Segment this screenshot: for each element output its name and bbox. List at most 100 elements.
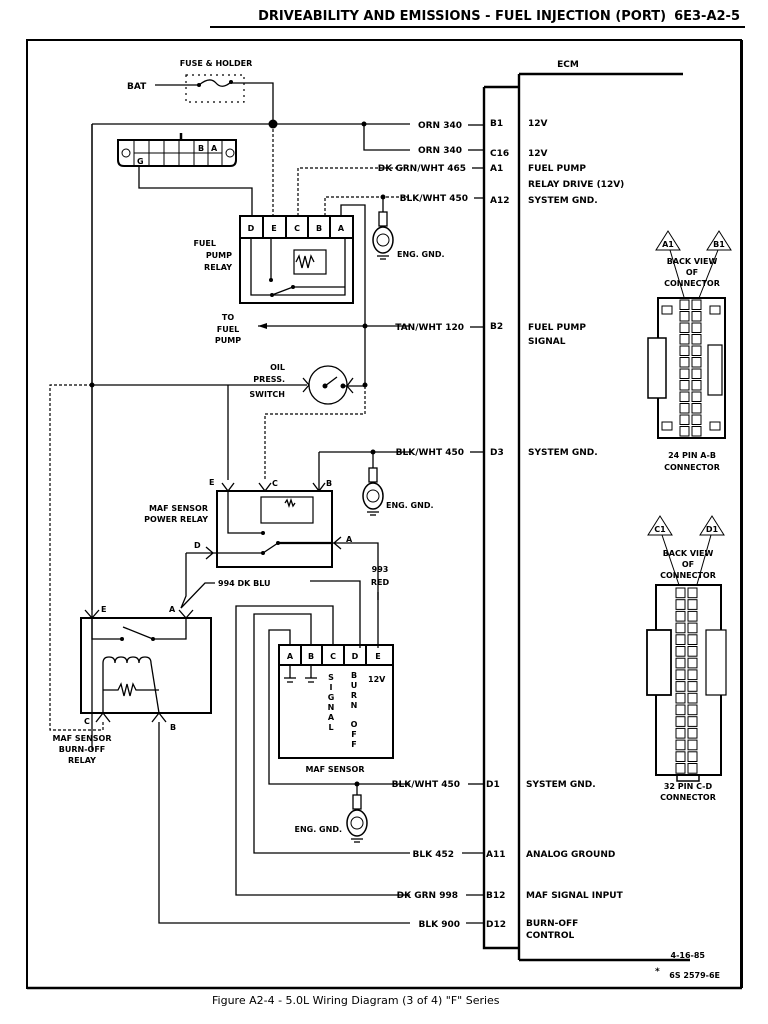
- svg-text:SYSTEM GND.: SYSTEM GND.: [528, 196, 598, 206]
- maf-sensor: A B C D E S I G N A L B U R N O F F 12V: [278, 644, 394, 759]
- maf-b-wire: [253, 613, 410, 854]
- connector-pin: [675, 704, 686, 716]
- eng-gnd-icon: [346, 784, 368, 843]
- ecm-pin-d1: BLK/WHT 450 D1 SYSTEM GND.: [392, 780, 596, 790]
- svg-text:CONNECTOR: CONNECTOR: [660, 571, 716, 580]
- maf-power-relay-pin: D: [194, 541, 201, 550]
- aldl-connector: B A G: [117, 133, 237, 167]
- to-fuel-pump-label: PUMP: [215, 336, 241, 345]
- svg-text:OF: OF: [686, 268, 698, 277]
- maf-power-relay: [186, 452, 379, 600]
- revision-date: 4-16-85: [671, 951, 706, 960]
- connector-pin: [679, 380, 690, 391]
- connector-pin: [675, 587, 686, 599]
- connector-pin: [691, 357, 702, 368]
- svg-text:B1: B1: [713, 240, 725, 249]
- connector-pin: [687, 669, 698, 681]
- maf-a-wire: [268, 629, 410, 785]
- svg-text:A12: A12: [490, 196, 510, 206]
- svg-text:MAF SIGNAL INPUT: MAF SIGNAL INPUT: [526, 891, 624, 901]
- oil-switch-label: OIL: [270, 363, 285, 372]
- connector-pin: [691, 403, 702, 414]
- connector-pin: [691, 299, 702, 310]
- svg-text:E: E: [375, 652, 380, 661]
- svg-text:SYSTEM GND.: SYSTEM GND.: [528, 448, 598, 458]
- connector-pin: [687, 692, 698, 704]
- maf-power-relay-label: MAF SENSOR: [149, 504, 208, 513]
- figure-caption: Figure A2-4 - 5.0L Wiring Diagram (3 of …: [212, 994, 500, 1007]
- connector-pins: [679, 299, 702, 437]
- oil-switch-out-wire: [264, 386, 366, 480]
- svg-text:CONNECTOR: CONNECTOR: [660, 793, 716, 802]
- connector-pin: [687, 610, 698, 622]
- svg-text:CONTROL: CONTROL: [526, 931, 575, 941]
- connector-pin: [679, 357, 690, 368]
- connector-pin: [687, 657, 698, 669]
- wire-993-label: 993: [372, 565, 389, 574]
- fuse-holder: [185, 74, 245, 103]
- connector-pin: [675, 622, 686, 634]
- connector-pin: [675, 657, 686, 669]
- connector-pin: [687, 646, 698, 657]
- burnoff-relay-label: MAF SENSOR: [52, 734, 111, 743]
- svg-text:C: C: [294, 224, 300, 233]
- svg-text:DK GRN/WHT 465: DK GRN/WHT 465: [378, 164, 466, 174]
- svg-text:BURN-OFF: BURN-OFF: [526, 919, 578, 929]
- ecm-pin-c16: ORN 340 C16 12V: [418, 146, 548, 159]
- ecm-title: ECM: [557, 60, 579, 70]
- wire-994-lead: [180, 582, 215, 609]
- connector-pin: [679, 345, 690, 356]
- ecm-pin-d12: BLK 900 D12 BURN-OFF CONTROL: [419, 919, 579, 941]
- maf-power-relay-label: POWER RELAY: [144, 515, 208, 524]
- svg-text:C1: C1: [654, 525, 666, 534]
- svg-text:S: S: [328, 673, 334, 682]
- connector-pin: [675, 681, 686, 692]
- connector-32-pin: C1 D1 BACK VIEW OF CONNECTOR 32 PIN C-D …: [646, 515, 727, 802]
- fuel-pump-relay-label: FUEL: [193, 239, 216, 248]
- svg-text:A: A: [211, 144, 218, 153]
- oil-switch-label: SWITCH: [249, 390, 285, 399]
- blk-900-wire: [158, 722, 410, 924]
- connector-pins: [675, 587, 698, 774]
- orn-340-c16-wire: [363, 124, 410, 151]
- svg-text:A: A: [287, 652, 294, 661]
- fuel-pump-relay-label: RELAY: [204, 263, 232, 272]
- svg-text:24 PIN A-B: 24 PIN A-B: [668, 451, 716, 460]
- svg-text:BLK/WHT 450: BLK/WHT 450: [400, 194, 468, 204]
- svg-text:ORN 340: ORN 340: [418, 146, 462, 156]
- connector-pin: [679, 322, 690, 333]
- svg-text:DK GRN 998: DK GRN 998: [397, 891, 458, 901]
- svg-text:G: G: [328, 693, 335, 702]
- ecm-pin-a12: BLK/WHT 450 A12 SYSTEM GND.: [400, 194, 598, 206]
- wire-994: [180, 553, 187, 609]
- svg-text:I: I: [330, 683, 333, 692]
- maf-power-relay-pin: C: [272, 479, 278, 488]
- svg-text:12V: 12V: [368, 675, 386, 684]
- connector-pin: [675, 634, 686, 645]
- eng-gnd-label: ENG. GND.: [397, 250, 445, 259]
- connector-pin: [679, 334, 690, 345]
- maf-power-relay-pin: B: [326, 479, 332, 488]
- svg-text:O: O: [351, 720, 358, 729]
- svg-text:F: F: [351, 730, 356, 739]
- connector-pin: [687, 751, 698, 762]
- ecm-pin-d3: BLK/WHT 450 D3 SYSTEM GND.: [396, 448, 598, 458]
- burnoff-relay-label: BURN-OFF: [59, 745, 106, 754]
- connector-pin: [679, 368, 690, 379]
- connector-pin: [675, 716, 686, 727]
- connector-pin: [687, 634, 698, 645]
- connector-pin: [687, 704, 698, 716]
- svg-text:B: B: [316, 224, 322, 233]
- svg-text:BACK VIEW: BACK VIEW: [663, 549, 714, 558]
- connector-pin: [687, 739, 698, 751]
- connector-pin: [675, 763, 686, 774]
- connector-pin: [675, 646, 686, 657]
- connector-pin: [679, 299, 690, 310]
- connector-pin: [691, 380, 702, 391]
- svg-text:D12: D12: [486, 920, 506, 930]
- burnoff-c-wire: [49, 384, 104, 731]
- to-fuel-pump-label: TO: [222, 313, 234, 322]
- connector-pin: [675, 599, 686, 610]
- ref-mark: *: [655, 967, 660, 977]
- svg-text:E: E: [271, 224, 276, 233]
